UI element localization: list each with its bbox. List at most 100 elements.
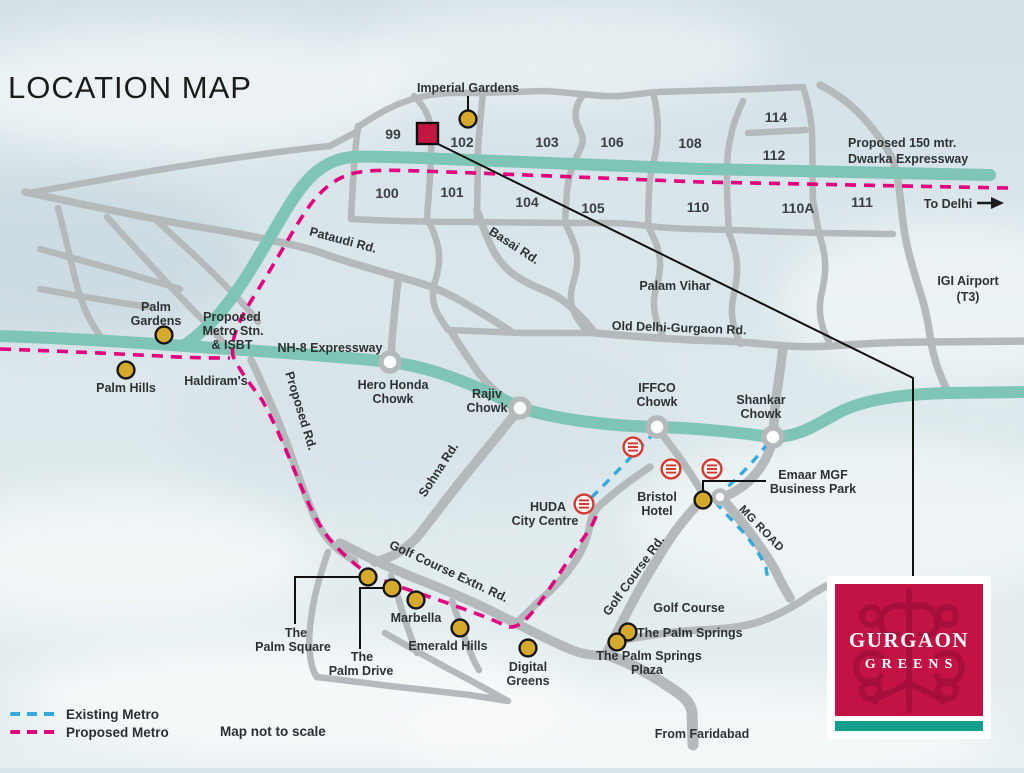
igi-airport-label-1: IGI Airport: [937, 274, 999, 288]
existing-metro-mg-road: [710, 441, 770, 581]
sector-label-101: 101: [440, 184, 464, 200]
palm-square-connector: [294, 576, 366, 624]
sector-label-111: 111: [851, 194, 873, 210]
site-to-logo-connector: [435, 142, 914, 576]
marbella-label: Marbella: [391, 611, 443, 625]
sector-top-road: [354, 83, 807, 131]
igi-airport-road: [816, 81, 952, 396]
proposed-metro-dash-icon: [10, 730, 56, 734]
from-faridabad-label: From Faridabad: [655, 727, 749, 741]
bristol-hotel-label-2: Hotel: [641, 504, 672, 518]
shankar-chowk-node: [761, 425, 785, 449]
sector-label-110: 110: [687, 199, 710, 215]
palm-square-label-2: Palm Square: [255, 640, 331, 654]
metro-station-icon: [622, 436, 644, 458]
from-faridabad-road: [602, 649, 699, 751]
descender-road-4: [725, 229, 745, 348]
grid-road-h1: [36, 245, 184, 293]
emerald-hills-marker: [450, 618, 470, 638]
palm-gardens-label-2: Gardens: [131, 314, 182, 328]
sector-label-99: 99: [385, 126, 401, 142]
huda-city-centre-label-2: City Centre: [512, 514, 579, 528]
palm-springs-road: [608, 582, 830, 646]
emerald-block-divider-2: [448, 597, 483, 674]
old-delhi-gurgaon-rd-label: Old Delhi-Gurgaon Rd.: [612, 319, 747, 338]
sector-label-112: 112: [763, 147, 786, 163]
sector-east-road: [799, 83, 823, 237]
place-markers: [116, 109, 713, 658]
emerald-hills-label: Emerald Hills: [408, 639, 487, 653]
the-palm-square-marker: [358, 567, 378, 587]
old-delhi-gurgaon-rd: [591, 329, 1024, 351]
damask-pattern-icon: [853, 587, 965, 713]
sector-bottom-road: [347, 215, 897, 238]
mg-road-junction-node: [711, 488, 729, 506]
legend-proposed-label: Proposed Metro: [66, 724, 169, 740]
road-network: [21, 81, 1024, 751]
shankar-chowk-label-1: Shankar: [736, 393, 785, 407]
rajiv-chowk-label-2: Chowk: [467, 401, 508, 415]
shankar-chowk-label-2: Chowk: [741, 407, 782, 421]
legend-proposed-metro: Proposed Metro: [10, 723, 169, 741]
emaar-mgf-label-1: Emaar MGF: [778, 468, 848, 482]
callout-connectors: [294, 96, 914, 649]
gurgaon-greens-logo: GURGAON GREENS: [827, 576, 991, 739]
sector-divider-114-112: [744, 126, 810, 137]
palm-gardens-marker: [154, 325, 174, 345]
chowk-nodes: [378, 350, 785, 506]
rajiv-chowk-label-1: Rajiv: [472, 387, 502, 401]
rajiv-chowk-node: [508, 396, 532, 420]
bristol-hotel-label-1: Bristol: [637, 490, 677, 504]
legend: Existing Metro Proposed Metro: [10, 705, 169, 741]
to-delhi-arrow: [977, 197, 1004, 209]
the-palm-drive-marker: [382, 578, 402, 598]
expressways: [0, 150, 1024, 443]
sector-divider-108-114: [723, 97, 747, 237]
existing-metro-dash-icon: [10, 712, 56, 716]
dwarka-expressway-label-2: Dwarka Expressway: [848, 152, 968, 166]
sector-label-108: 108: [678, 135, 702, 151]
iffco-chowk-node: [645, 415, 669, 439]
golf-course-road: [601, 494, 708, 659]
sector-label-104: 104: [515, 194, 539, 210]
digital-greens-label-1: Digital: [509, 660, 547, 674]
palm-hills-marker: [116, 360, 136, 380]
the-palm-springs-plaza-marker: [607, 632, 627, 652]
sohna-road: [370, 403, 525, 567]
sector-label-102: 102: [450, 134, 474, 150]
emerald-block-diagonal-road: [381, 629, 510, 704]
iffco-to-junction-road: [653, 423, 710, 503]
sector-divider-103-106: [561, 90, 588, 226]
logo-line2: GREENS: [864, 656, 959, 672]
emaar-mgf-label-2: Business Park: [770, 482, 856, 496]
proposed-metro-stn-label-3: & ISBT: [212, 338, 253, 352]
digital-greens-label-2: Greens: [506, 674, 549, 688]
grid-road-v3: [151, 215, 262, 326]
palm-drive-label-2: Palm Drive: [329, 664, 394, 678]
proposed-metro-stn-label-2: Metro Stn.: [202, 324, 263, 338]
sector-label-114: 114: [765, 109, 788, 125]
palm-gardens-label-1: Palm: [141, 300, 171, 314]
legend-existing-label: Existing Metro: [66, 706, 160, 722]
palam-vihar-label: Palam Vihar: [639, 279, 710, 293]
emerald-block-west-road: [305, 548, 332, 681]
palm-springs-plaza-label-1: The Palm Springs: [596, 649, 702, 663]
proposed-metro-stn-label-1: Proposed: [203, 310, 261, 324]
imperial-gardens-label: Imperial Gardens: [417, 81, 519, 95]
sector-label-110A: 110A: [782, 200, 815, 216]
proposed-metro-dwarka-south: [230, 168, 1009, 629]
digital-greens-marker: [518, 638, 538, 658]
palm-square-label-1: The: [285, 626, 307, 640]
pataudi-road: [21, 188, 514, 335]
sector-divider-106-108: [644, 88, 662, 230]
descender-road-2: [561, 219, 590, 335]
sector-99-west-road: [347, 122, 362, 223]
mg-road: [717, 493, 795, 603]
page-title: LOCATION MAP: [8, 70, 252, 105]
logo-line1: GURGAON: [848, 627, 970, 652]
metro-station-icons: [573, 436, 723, 515]
sector-divider-102-103: [473, 88, 487, 226]
descender-road-5: [815, 229, 833, 345]
